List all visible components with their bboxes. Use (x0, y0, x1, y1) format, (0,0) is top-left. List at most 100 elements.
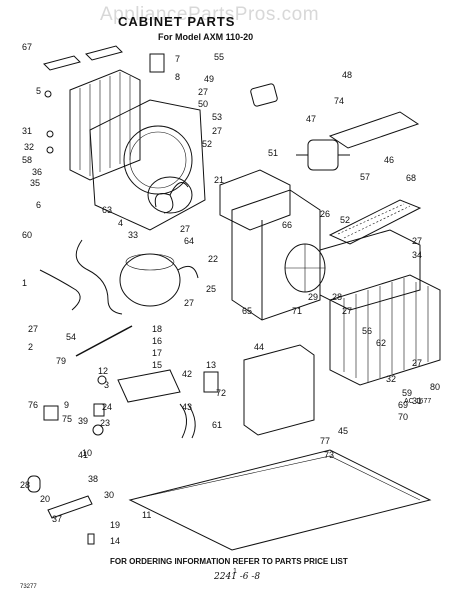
part-evaporator-coil (329, 274, 441, 386)
part-tubing (75, 239, 123, 315)
part-filter-57 (328, 199, 422, 245)
callout-73: 73 (324, 450, 334, 460)
callout-11: 11 (142, 510, 151, 520)
callout-37: 37 (52, 514, 62, 524)
callout-8: 8 (175, 72, 180, 82)
part-control-box (243, 344, 315, 436)
callout-60: 60 (22, 230, 32, 240)
callout-28: 28 (332, 292, 342, 302)
part-small-hardware (27, 90, 107, 545)
callout-52: 52 (202, 139, 212, 149)
callout-48: 48 (342, 70, 352, 80)
page-mark: 1 (233, 568, 237, 575)
callout-21: 21 (214, 175, 224, 185)
callout-64: 64 (184, 236, 194, 246)
part-panel-74 (328, 111, 420, 149)
callout-44: 44 (254, 342, 264, 352)
callout-12: 12 (98, 366, 108, 376)
callout-3: 3 (104, 380, 109, 390)
callout-55: 55 (214, 52, 224, 62)
part-rod (75, 325, 133, 357)
watermark: AppliancePartsPros.com (100, 4, 320, 25)
callout-25: 25 (206, 284, 216, 294)
callout-39: 39 (78, 416, 88, 426)
callout-61: 61 (212, 420, 222, 430)
callout-70: 70 (398, 412, 408, 422)
corner-code: 73277 (20, 584, 37, 590)
callout-57: 57 (360, 172, 370, 182)
callout-76: 76 (28, 400, 38, 410)
part-fan-motor (296, 139, 350, 171)
callout-27: 27 (184, 298, 194, 308)
callout-65: 65 (242, 306, 252, 316)
callout-71: 71 (292, 306, 302, 316)
callout-34: 34 (412, 250, 422, 260)
callout-62: 62 (376, 338, 386, 348)
callout-67: 67 (22, 42, 32, 52)
callout-27: 27 (180, 224, 190, 234)
part-blower-housing (319, 229, 421, 311)
callout-68: 68 (406, 173, 416, 183)
part-condenser-fan-blade (147, 176, 193, 214)
callout-77: 77 (320, 436, 330, 446)
callout-31: 31 (22, 126, 32, 136)
callout-45: 45 (338, 426, 348, 436)
callout-72: 72 (216, 388, 226, 398)
callout-46: 46 (384, 155, 394, 165)
callout-43: 43 (182, 402, 192, 412)
callout-18: 18 (152, 324, 162, 334)
callout-13: 13 (206, 360, 216, 370)
ordering-note: FOR ORDERING INFORMATION REFER TO PARTS … (110, 557, 348, 566)
callout-41: 41 (78, 450, 88, 460)
part-condenser-coil-left (69, 69, 141, 181)
callout-24: 24 (102, 402, 112, 412)
callout-22: 22 (208, 254, 218, 264)
part-blower-wheel (284, 243, 326, 293)
callout-26: 26 (320, 209, 330, 219)
callout-14: 14 (110, 536, 120, 546)
callout-33: 33 (128, 230, 138, 240)
callout-29: 29 (308, 292, 318, 302)
callout-6: 6 (36, 200, 41, 210)
callout-27: 27 (342, 306, 352, 316)
callout-4: 4 (118, 218, 123, 228)
callout-38: 38 (88, 474, 98, 484)
callout-49: 49 (204, 74, 214, 84)
callout-9: 9 (64, 400, 69, 410)
callout-75: 75 (62, 414, 72, 424)
callout-50: 50 (198, 99, 208, 109)
callout-16: 16 (152, 336, 162, 346)
callout-42: 42 (182, 369, 192, 379)
part-bracket-37 (47, 495, 93, 519)
callout-35: 35 (30, 178, 40, 188)
callout-32: 32 (386, 374, 396, 384)
callout-27: 27 (28, 324, 38, 334)
handwritten-note: 2241 -6 -8 (214, 572, 261, 582)
callout-58: 58 (22, 155, 32, 165)
callout-52: 52 (340, 215, 350, 225)
part-filter-strip (43, 45, 123, 71)
callout-54: 54 (66, 332, 76, 342)
callout-31: 31 (412, 396, 422, 406)
part-switch (203, 371, 219, 393)
callout-36: 36 (32, 167, 42, 177)
part-shroud (89, 99, 206, 231)
callout-53: 53 (212, 112, 222, 122)
callout-79: 79 (56, 356, 66, 366)
callout-20: 20 (40, 494, 50, 504)
callout-80: 80 (430, 382, 440, 392)
callout-51: 51 (268, 148, 278, 158)
callout-27: 27 (412, 236, 422, 246)
callout-15: 15 (152, 360, 162, 370)
callout-59: 59 (402, 388, 412, 398)
callout-66: 66 (282, 220, 292, 230)
part-wiring (179, 403, 196, 439)
callout-63: 63 (102, 205, 112, 215)
part-bracket-51 (219, 169, 291, 231)
part-base-plate (117, 369, 181, 403)
callout-17: 17 (152, 348, 162, 358)
callout-1: 1 (22, 278, 27, 288)
callout-28: 28 (20, 480, 30, 490)
